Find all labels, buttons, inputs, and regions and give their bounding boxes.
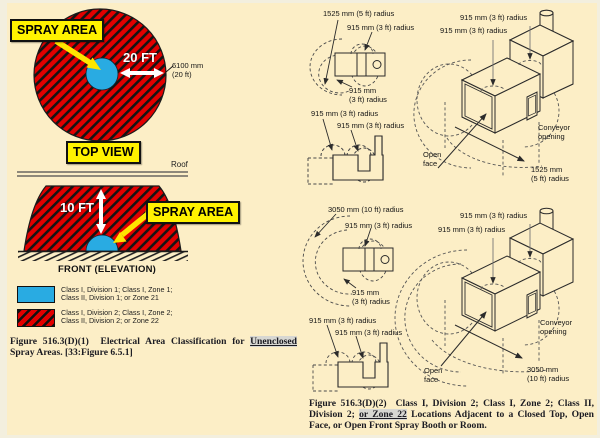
label-plan-radius-lower-bottom-1: 915 mm bbox=[352, 288, 380, 297]
spray-area-callout-top: SPRAY AREA bbox=[10, 19, 105, 42]
label-large-radius-top: 1525 mm (5 ft) radius bbox=[531, 165, 569, 183]
label-plan-radius-large-bottom: 3050 mm (10 ft) radius bbox=[328, 205, 404, 214]
label-elev-radius2-top: 915 mm (3 ft) radius bbox=[337, 121, 405, 130]
label-large-radius-top-2: (5 ft) radius bbox=[531, 173, 569, 183]
label-iso-radius2-bottom: 915 mm (3 ft) radius bbox=[438, 225, 506, 234]
legend-division2-line2: Class II, Division 2; or Zone 22 bbox=[61, 316, 159, 326]
top-view-diagram bbox=[33, 8, 174, 142]
label-elev-radius1-top: 915 mm (3 ft) radius bbox=[311, 109, 379, 118]
spray-area-callout-front: SPRAY AREA bbox=[146, 201, 241, 224]
label-iso-radius2-top: 915 mm (3 ft) radius bbox=[440, 26, 508, 35]
label-conveyor-bottom-2: opening bbox=[540, 326, 567, 336]
label-plan-radius-lower-bottom: 915 mm (3 ft) radius bbox=[352, 288, 390, 306]
figure-caption-516-3-d-2: Figure 516.3(D)(2) Class I, Division 2; … bbox=[309, 398, 594, 431]
legend-text-division1: Class I, Division 1; Class I, Zone 1; Cl… bbox=[61, 285, 173, 303]
label-conveyor-bottom: Conveyor opening bbox=[540, 318, 573, 336]
label-iso-radius1-top: 915 mm (3 ft) radius bbox=[460, 13, 528, 22]
legend-row-division1: Class I, Division 1; Class I, Zone 1; Cl… bbox=[17, 285, 173, 303]
label-conveyor-top: Conveyor opening bbox=[538, 123, 571, 141]
label-open-face-top-2: face bbox=[423, 158, 438, 168]
figure-caption-516-3-d-1: Figure 516.3(D)(1) Electrical Area Class… bbox=[10, 336, 297, 358]
radius-20ft-label: 20 FT bbox=[123, 50, 157, 65]
label-open-face-top: Open face bbox=[423, 150, 442, 168]
legend-division2-line1: Class I, Division 2; Class I, Zone 2; bbox=[61, 308, 173, 317]
caption1-figure-number: Figure 516.3(D)(1) bbox=[10, 336, 89, 347]
spray-area-callout-front-label: SPRAY AREA bbox=[153, 205, 234, 219]
label-large-radius-bottom: 3050 mm (10 ft) radius bbox=[527, 365, 570, 383]
label-conveyor-bottom-1: Conveyor bbox=[540, 318, 573, 327]
label-conveyor-top-1: Conveyor bbox=[538, 123, 571, 132]
radius-6100mm-label: 6100 mm (20 ft) bbox=[172, 61, 203, 79]
label-open-face-bottom: Open face bbox=[424, 366, 443, 384]
roof-label: Roof bbox=[171, 160, 188, 169]
label-large-radius-bottom-2: (10 ft) radius bbox=[527, 373, 570, 383]
caption1-marked-text: Unenclosed bbox=[250, 336, 297, 347]
caption1-text: Electrical Area Classification for bbox=[100, 336, 245, 347]
caption1-text-post: Spray Areas. [33:Figure 6.5.1] bbox=[10, 347, 133, 359]
legend-row-division2: Class I, Division 2; Class I, Zone 2; Cl… bbox=[17, 308, 173, 327]
label-open-face-bottom-2: face bbox=[424, 374, 439, 384]
caption2-figure-number: Figure 516.3(D)(2) bbox=[309, 398, 387, 409]
booth-diagram-10ft bbox=[302, 207, 574, 392]
label-conveyor-top-2: opening bbox=[538, 131, 565, 141]
label-elev-radius2-bottom: 915 mm (3 ft) radius bbox=[335, 328, 403, 337]
caption2-text: Class I, Division 2; Class I, Zone 2; Cl… bbox=[309, 398, 594, 421]
booth-diagram-5ft bbox=[307, 9, 574, 185]
front-elevation-title: FRONT (ELEVATION) bbox=[58, 264, 157, 275]
spray-area-callout-top-label: SPRAY AREA bbox=[17, 23, 98, 37]
label-elev-radius1-bottom: 915 mm (3 ft) radius bbox=[309, 316, 377, 325]
height-10ft-label: 10 FT bbox=[60, 200, 94, 215]
caption2-marked-text: or Zone 22 bbox=[359, 409, 407, 421]
front-elevation-diagram bbox=[17, 171, 188, 261]
label-open-face-top-1: Open bbox=[423, 150, 442, 159]
label-plan-radius-lower-top-1: 915 mm bbox=[349, 86, 377, 95]
top-view-title-label: TOP VIEW bbox=[73, 145, 134, 159]
label-plan-radius-large-top: 1525 mm (5 ft) radius bbox=[323, 9, 395, 18]
label-plan-radius-small-bottom: 915 mm (3 ft) radius bbox=[345, 221, 413, 230]
label-plan-radius-lower-bottom-2: (3 ft) radius bbox=[352, 296, 390, 306]
legend-swatch-division1 bbox=[17, 286, 55, 303]
legend-text-division2: Class I, Division 2; Class I, Zone 2; Cl… bbox=[61, 308, 173, 326]
label-plan-radius-lower-top-2: (3 ft) radius bbox=[349, 94, 387, 104]
label-plan-radius-small-top: 915 mm (3 ft) radius bbox=[347, 23, 415, 32]
radius-6100mm-line1: 6100 mm bbox=[172, 61, 204, 70]
label-large-radius-bottom-1: 3050 mm bbox=[527, 365, 559, 374]
legend-division1-line2: Class II, Division 1; or Zone 21 bbox=[61, 293, 159, 303]
label-iso-radius1-bottom: 915 mm (3 ft) radius bbox=[460, 211, 528, 220]
legend-swatch-division2 bbox=[17, 309, 55, 327]
top-view-title: TOP VIEW bbox=[66, 141, 141, 164]
legend-division1-line1: Class I, Division 1; Class I, Zone 1; bbox=[61, 285, 173, 294]
caption2-text-post: Locations Adjacent to a Closed Top, Open… bbox=[309, 409, 595, 432]
radius-6100mm-line2: (20 ft) bbox=[172, 70, 192, 79]
label-open-face-bottom-1: Open bbox=[424, 366, 443, 375]
label-large-radius-top-1: 1525 mm bbox=[531, 165, 563, 174]
label-plan-radius-lower-top: 915 mm (3 ft) radius bbox=[349, 86, 387, 104]
